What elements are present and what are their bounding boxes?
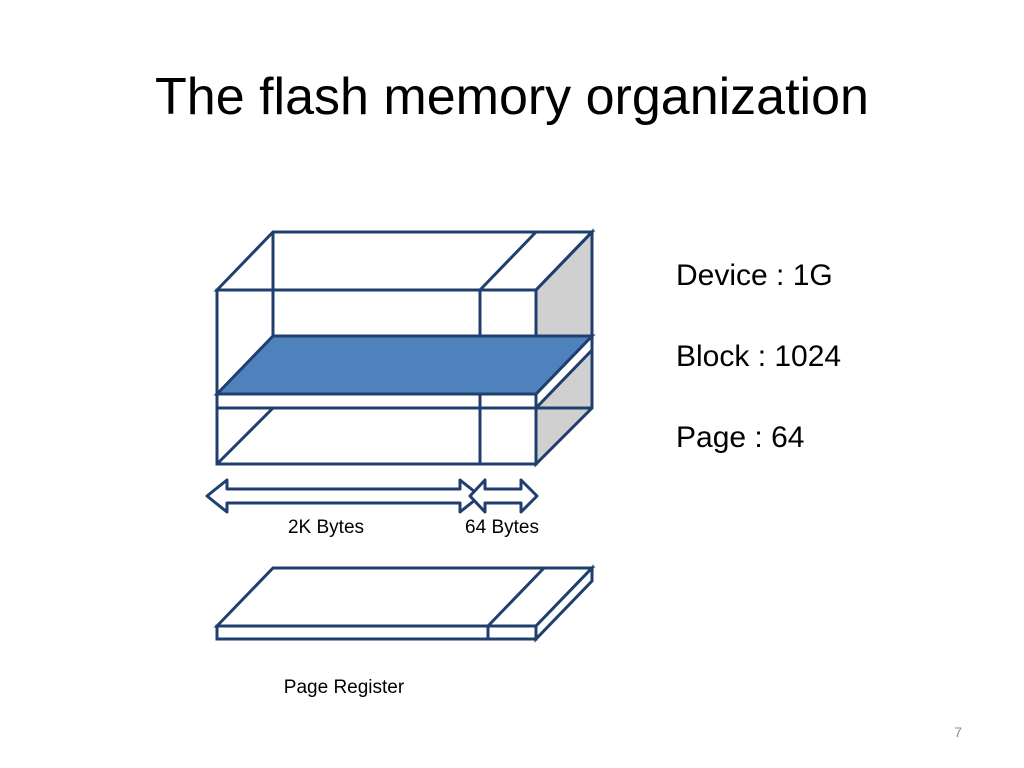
page-register-side [534,564,594,643]
page-slab-top [213,334,596,396]
spec-block: Block : 1024 [676,340,842,373]
page-register-top-divider [486,566,546,628]
slide-title: The flash memory organization [155,68,869,126]
spec-device: Device : 1G [676,259,833,292]
data-area-label: 2K Bytes [288,517,364,538]
page-register [213,564,596,643]
spare-area-arrow [468,478,539,514]
page-slab-front [215,392,538,410]
spec-list: Device : 1G Block : 1024 Page : 64 [676,256,841,499]
spec-page: Page : 64 [676,421,805,454]
spare-area-label: 64 Bytes [465,517,539,538]
page-slab [213,332,596,412]
page-register-label: Page Register [284,677,405,698]
data-area-arrow [205,478,482,514]
cube-top-face [213,230,596,292]
slide-number: 7 [954,724,962,740]
